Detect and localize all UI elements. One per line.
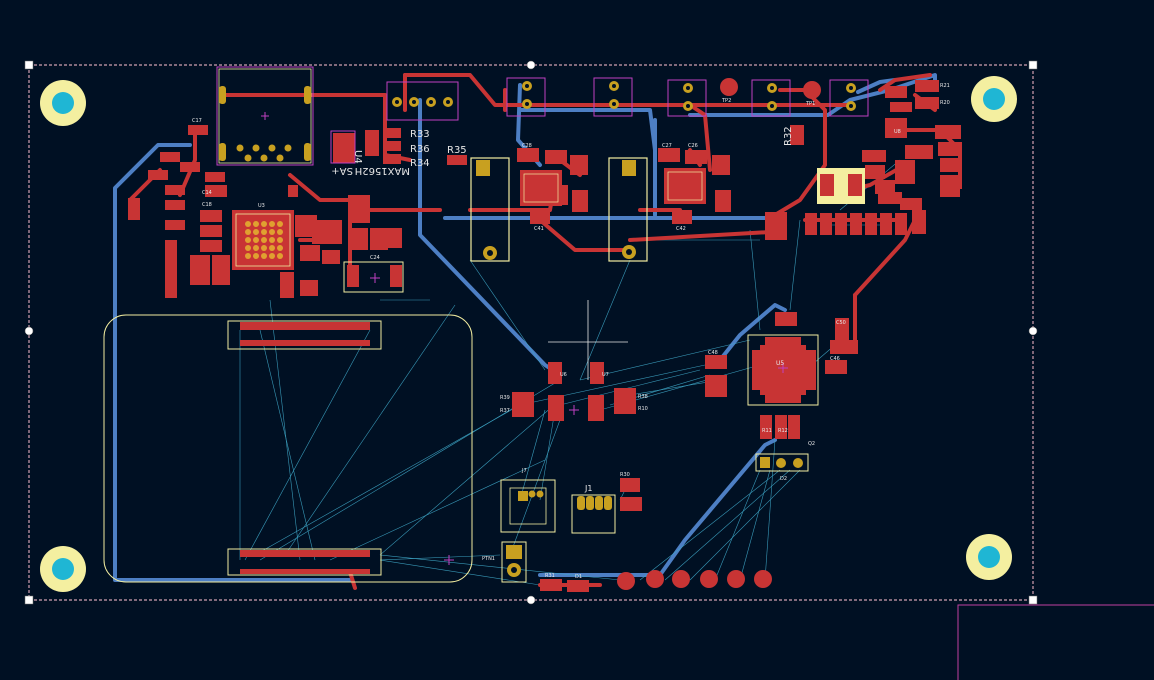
testpoint-headers (506, 77, 869, 117)
label-ic-max: MAX1562H (355, 165, 410, 176)
label-r34: R34 (410, 158, 430, 169)
label-c50: C50 (836, 320, 846, 326)
regulator-ic-2 (664, 168, 706, 204)
label-u3: U3 (258, 203, 265, 209)
led-row (617, 570, 772, 590)
label-d1: D1 (575, 574, 582, 580)
label-r35: R35 (447, 145, 467, 156)
label-r37: R37 (500, 408, 510, 414)
label-q2: Q2 (808, 441, 815, 447)
label-r12: R12 (778, 428, 788, 434)
label-r20: R20 (940, 100, 950, 106)
handle-top-left[interactable] (24, 60, 34, 70)
label-u7: U7 (602, 372, 609, 378)
label-c14: C14 (202, 190, 212, 196)
label-c24: C24 (370, 255, 380, 261)
label-c28: C28 (522, 143, 532, 149)
label-c41: C41 (534, 226, 544, 232)
usb-connector (216, 66, 314, 166)
label-j7: J7 (521, 468, 527, 474)
mounting-hole-tr (971, 76, 1017, 122)
label-r30: R30 (620, 472, 630, 478)
fab-markers (370, 273, 579, 565)
label-c17: C17 (192, 118, 202, 124)
handle-mid-left[interactable] (24, 326, 34, 336)
label-r11: R11 (762, 428, 772, 434)
label-r33: R33 (410, 129, 430, 140)
inductor-2 (608, 157, 648, 262)
label-r32: R32 (783, 126, 794, 146)
handle-top-right[interactable] (1028, 60, 1038, 70)
ref-labels: R33 R36 R34 R35 R32 MAX1562H SA+ U4 J1 U… (258, 98, 901, 493)
label-tp1: TP1 (805, 101, 815, 107)
handle-bottom-left[interactable] (24, 595, 34, 605)
label-r39: R39 (500, 395, 510, 401)
fpc-connector-top (227, 320, 382, 350)
label-c42: C42 (676, 226, 686, 232)
mounting-hole-tl (40, 80, 86, 126)
qfn-chip (747, 334, 819, 406)
label-ptn: PTN1 (482, 556, 495, 562)
smd-passives (128, 80, 962, 592)
handle-bottom-right[interactable] (1028, 595, 1038, 605)
u4-footprint (330, 130, 356, 164)
mounting-hole-bl (40, 546, 86, 592)
label-r31: R31 (545, 573, 555, 579)
sheet-border (957, 604, 1154, 680)
ptn-header (501, 541, 527, 583)
label-u4: U4 (352, 150, 363, 164)
label-r38: R38 (638, 394, 648, 400)
j1-header (571, 494, 616, 534)
bga-chip (232, 210, 294, 270)
selection-handles[interactable] (24, 60, 1038, 605)
label-r36: R36 (410, 144, 430, 155)
label-j1: J1 (584, 484, 592, 493)
label-tp2: TP2 (721, 98, 731, 104)
label-c26: C26 (688, 143, 698, 149)
label-ic-sa: SA+ (331, 165, 353, 176)
label-r21: R21 (940, 83, 950, 89)
label-u6: U6 (560, 372, 567, 378)
label-c18: C18 (202, 202, 212, 208)
crystal-outline (343, 261, 404, 293)
fpc-connector-bottom (227, 548, 382, 576)
label-u8: U8 (894, 129, 901, 135)
inductor-1 (470, 157, 510, 262)
label-c27: C27 (662, 143, 672, 149)
header-top-4pin (386, 81, 459, 121)
q2-header (755, 453, 809, 472)
display-outline (103, 314, 473, 583)
small-ref-labels: C17 C18 C14 C28 C27 C26 C24 C41 C42 C46 … (192, 83, 950, 580)
power-cap (817, 168, 865, 204)
handle-top-mid[interactable] (526, 60, 536, 70)
handle-bottom-mid[interactable] (526, 595, 536, 605)
label-d2: D2 (780, 476, 787, 482)
label-u5: U5 (776, 360, 784, 367)
label-r10: R10 (638, 406, 648, 412)
jst-connector (500, 479, 556, 533)
mounting-hole-br (966, 534, 1012, 580)
handle-mid-right[interactable] (1028, 326, 1038, 336)
regulator-ic-1 (520, 170, 562, 206)
origin-crosshair (548, 300, 628, 380)
label-c48: C48 (708, 350, 718, 356)
label-c46: C46 (830, 356, 840, 362)
